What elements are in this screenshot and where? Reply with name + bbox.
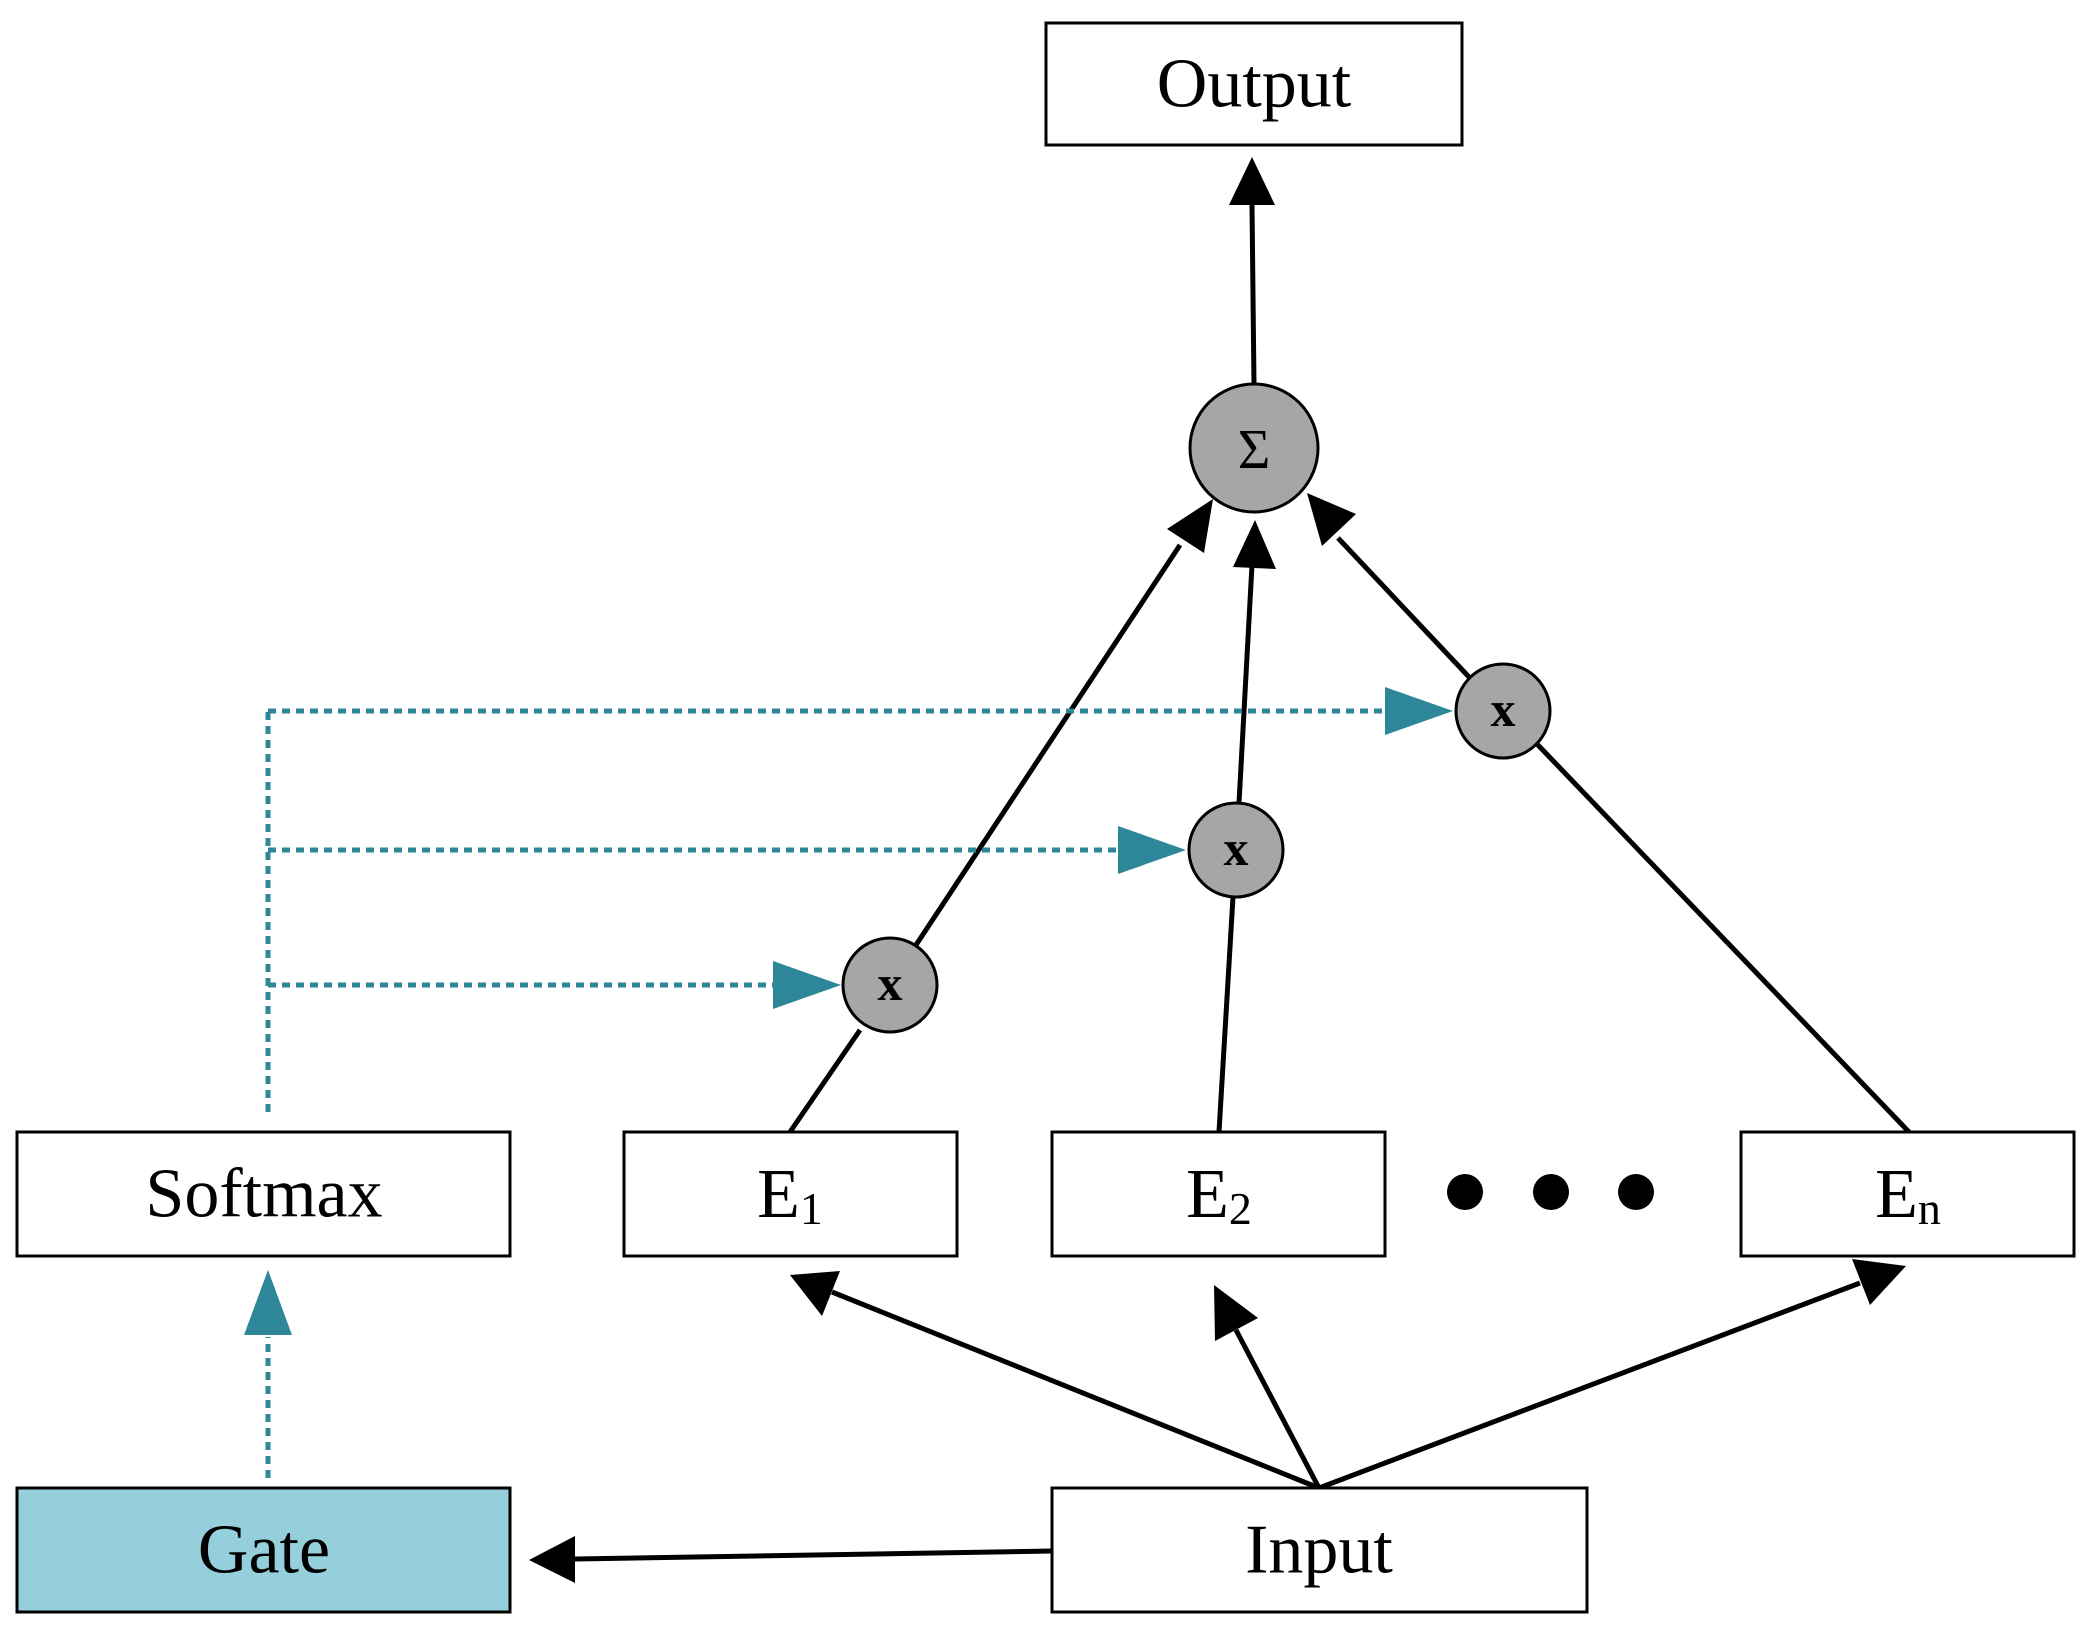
expert-n-letter: E <box>1875 1156 1918 1233</box>
ellipsis-dot-3 <box>1618 1174 1654 1210</box>
output-arrowhead <box>1229 157 1275 205</box>
gate-label: Gate <box>198 1512 330 1589</box>
input-to-gate-line <box>574 1548 1053 1562</box>
multiplier-node-2: x <box>1187 801 1285 899</box>
input-to-e2-line <box>1233 1328 1322 1490</box>
input-to-e2-arrowhead <box>1214 1285 1258 1341</box>
input-to-en-line <box>1318 1280 1861 1491</box>
expert-n-label: En <box>1875 1156 1941 1234</box>
softmax-label: Softmax <box>145 1156 382 1233</box>
softmax-node: Softmax <box>15 1130 512 1258</box>
en-to-mult3-line <box>1535 742 1911 1134</box>
multiplier-2-label: x <box>1224 820 1249 876</box>
input-to-gate-arrowhead <box>529 1536 575 1583</box>
mult2-to-sum-arrowhead <box>1233 520 1276 569</box>
multiplier-node-1: x <box>841 936 939 1034</box>
input-to-en-arrowhead <box>1852 1259 1906 1305</box>
e1-to-mult1-line <box>787 1028 863 1134</box>
expert-node-1: E1 <box>622 1130 959 1258</box>
expert-2-subscript: 2 <box>1229 1183 1252 1234</box>
softmax-to-mult3-arrowhead <box>1385 687 1453 735</box>
mult1-to-sum-arrowhead <box>1167 499 1213 553</box>
mult1-to-sum-line <box>913 543 1183 947</box>
expert-node-n: En <box>1739 1130 2076 1258</box>
sum-node: Σ <box>1188 382 1320 514</box>
multiplier-1-label: x <box>878 955 903 1011</box>
ellipsis-dot-1 <box>1447 1174 1483 1210</box>
expert-1-letter: E <box>757 1156 800 1233</box>
sum-to-output-line <box>1249 204 1257 386</box>
expert-1-subscript: 1 <box>800 1183 823 1234</box>
ellipsis-dots <box>1447 1174 1654 1210</box>
expert-node-2: E2 <box>1050 1130 1387 1258</box>
gate-to-softmax-arrowhead <box>244 1270 292 1335</box>
input-node: Input <box>1050 1486 1589 1614</box>
multiplier-node-3: x <box>1454 662 1552 760</box>
output-node: Output <box>1044 21 1464 147</box>
output-label: Output <box>1157 46 1352 123</box>
mult3-to-sum-line <box>1336 536 1471 679</box>
e2-to-mult2-line <box>1216 896 1236 1133</box>
expert-1-label: E1 <box>757 1156 823 1234</box>
expert-n-subscript: n <box>1918 1183 1941 1234</box>
expert-2-label: E2 <box>1186 1156 1252 1234</box>
mult2-to-sum-line <box>1236 564 1255 804</box>
expert-2-letter: E <box>1186 1156 1229 1233</box>
input-label: Input <box>1245 1512 1393 1589</box>
softmax-to-mult1-arrowhead <box>773 961 841 1009</box>
input-to-e1-line <box>831 1289 1320 1491</box>
softmax-to-mult2-arrowhead <box>1118 826 1186 874</box>
gate-node: Gate <box>15 1486 512 1614</box>
ellipsis-dot-2 <box>1533 1174 1569 1210</box>
multiplier-3-label: x <box>1491 681 1516 737</box>
sum-label: Σ <box>1238 419 1271 481</box>
input-to-e1-arrowhead <box>790 1271 840 1316</box>
mult3-to-sum-arrowhead <box>1307 493 1356 546</box>
